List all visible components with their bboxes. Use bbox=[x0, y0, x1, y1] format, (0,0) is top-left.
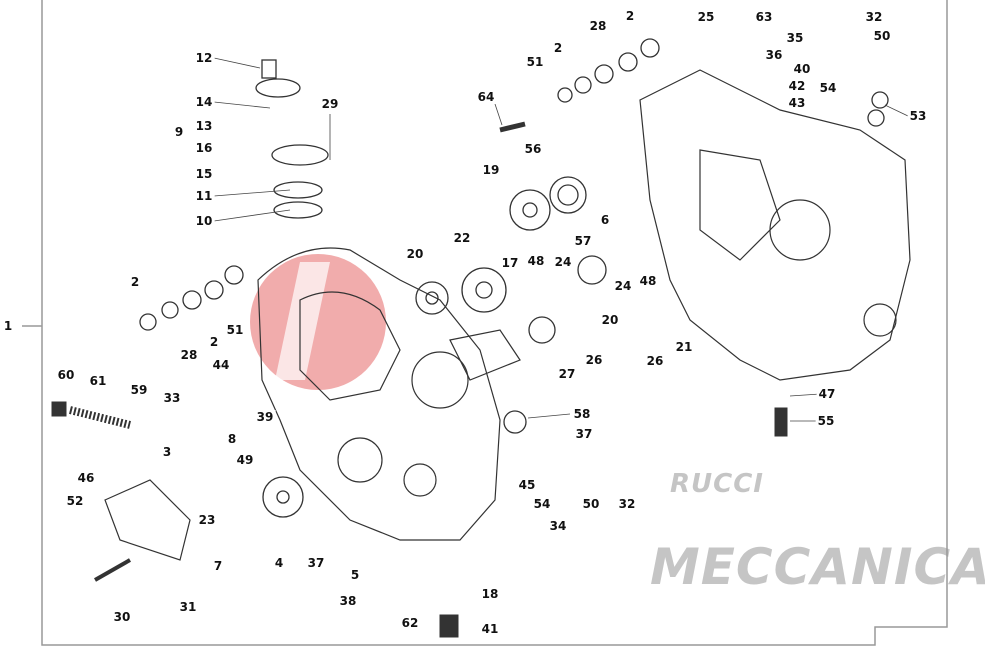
part-label[interactable]: 26 bbox=[644, 354, 666, 368]
part-label[interactable]: 11 bbox=[193, 189, 215, 203]
part-label[interactable]: 5 bbox=[348, 568, 362, 582]
leader-lines bbox=[213, 57, 909, 422]
part-label[interactable]: 22 bbox=[451, 231, 473, 245]
part-label[interactable]: 33 bbox=[161, 391, 183, 405]
part-label[interactable]: 21 bbox=[673, 340, 695, 354]
part-label[interactable]: 19 bbox=[480, 163, 502, 177]
part-label[interactable]: 59 bbox=[128, 383, 150, 397]
part-label[interactable]: 48 bbox=[525, 254, 547, 268]
part-label[interactable]: 14 bbox=[193, 95, 215, 109]
watermark-text: MECCANICA bbox=[650, 538, 985, 596]
watermark-text: RUCCI bbox=[670, 469, 764, 499]
part-label[interactable]: 50 bbox=[871, 29, 893, 43]
part-label[interactable]: 56 bbox=[522, 142, 544, 156]
part-label[interactable]: 35 bbox=[784, 31, 806, 45]
part-label[interactable]: 10 bbox=[193, 214, 215, 228]
part-label[interactable]: 18 bbox=[479, 587, 501, 601]
part-label[interactable]: 36 bbox=[763, 48, 785, 62]
part-label[interactable]: 32 bbox=[863, 10, 885, 24]
part-label[interactable]: 37 bbox=[305, 556, 327, 570]
part-label[interactable]: 46 bbox=[75, 471, 97, 485]
part-label[interactable]: 51 bbox=[524, 55, 546, 69]
part-label[interactable]: 28 bbox=[178, 348, 200, 362]
part-label[interactable]: 51 bbox=[224, 323, 246, 337]
part-label[interactable]: 49 bbox=[234, 453, 256, 467]
part-label[interactable]: 37 bbox=[573, 427, 595, 441]
part-label[interactable]: 16 bbox=[193, 141, 215, 155]
part-label[interactable]: 34 bbox=[547, 519, 569, 533]
part-label[interactable]: 62 bbox=[399, 616, 421, 630]
part-label[interactable]: 28 bbox=[587, 19, 609, 33]
part-label[interactable]: 25 bbox=[695, 10, 717, 24]
part-label[interactable]: 40 bbox=[791, 62, 813, 76]
part-label[interactable]: 61 bbox=[87, 374, 109, 388]
part-label[interactable]: 58 bbox=[571, 407, 593, 421]
part-label[interactable]: 12 bbox=[193, 51, 215, 65]
part-label[interactable]: 60 bbox=[55, 368, 77, 382]
part-label[interactable]: 53 bbox=[907, 109, 929, 123]
bolts-and-springs bbox=[51, 121, 788, 638]
part-label[interactable]: 20 bbox=[599, 313, 621, 327]
part-label[interactable]: 2 bbox=[551, 41, 565, 55]
part-label[interactable]: 47 bbox=[816, 387, 838, 401]
part-label[interactable]: 24 bbox=[612, 279, 634, 293]
part-label[interactable]: 15 bbox=[193, 167, 215, 181]
watermark-logo bbox=[250, 254, 386, 390]
part-label[interactable]: 50 bbox=[580, 497, 602, 511]
part-label[interactable]: 27 bbox=[556, 367, 578, 381]
part-label[interactable]: 26 bbox=[583, 353, 605, 367]
frame bbox=[22, 0, 948, 646]
part-label[interactable]: 48 bbox=[637, 274, 659, 288]
part-label[interactable]: 30 bbox=[111, 610, 133, 624]
part-label[interactable]: 52 bbox=[64, 494, 86, 508]
part-label[interactable]: 2 bbox=[623, 9, 637, 23]
part-label[interactable]: 39 bbox=[254, 410, 276, 424]
part-label[interactable]: 24 bbox=[552, 255, 574, 269]
left-crankcase bbox=[257, 247, 521, 541]
part-label[interactable]: 6 bbox=[598, 213, 612, 227]
part-label[interactable]: 44 bbox=[210, 358, 232, 372]
part-label[interactable]: 54 bbox=[817, 81, 839, 95]
part-label[interactable]: 23 bbox=[196, 513, 218, 527]
part-label[interactable]: 32 bbox=[616, 497, 638, 511]
part-label[interactable]: 2 bbox=[207, 335, 221, 349]
part-label[interactable]: 42 bbox=[786, 79, 808, 93]
part-label[interactable]: 7 bbox=[211, 559, 225, 573]
part-label[interactable]: 3 bbox=[160, 445, 174, 459]
part-label[interactable]: 17 bbox=[499, 256, 521, 270]
part-label[interactable]: 13 bbox=[193, 119, 215, 133]
part-label[interactable]: 54 bbox=[531, 497, 553, 511]
part-label[interactable]: 9 bbox=[172, 125, 186, 139]
part-label[interactable]: 57 bbox=[572, 234, 594, 248]
part-label[interactable]: 29 bbox=[319, 97, 341, 111]
part-label[interactable]: 64 bbox=[475, 90, 497, 104]
part-label[interactable]: 31 bbox=[177, 600, 199, 614]
part-label[interactable]: 8 bbox=[225, 432, 239, 446]
bearings-and-seals bbox=[139, 38, 889, 518]
part-label[interactable]: 4 bbox=[272, 556, 286, 570]
part-label[interactable]: 1 bbox=[1, 319, 15, 333]
part-label[interactable]: 38 bbox=[337, 594, 359, 608]
part-label[interactable]: 55 bbox=[815, 414, 837, 428]
part-label[interactable]: 45 bbox=[516, 478, 538, 492]
part-label[interactable]: 20 bbox=[404, 247, 426, 261]
part-label[interactable]: 43 bbox=[786, 96, 808, 110]
part-label[interactable]: 2 bbox=[128, 275, 142, 289]
part-label[interactable]: 63 bbox=[753, 10, 775, 24]
part-label[interactable]: 41 bbox=[479, 622, 501, 636]
right-crankcase bbox=[639, 69, 911, 381]
